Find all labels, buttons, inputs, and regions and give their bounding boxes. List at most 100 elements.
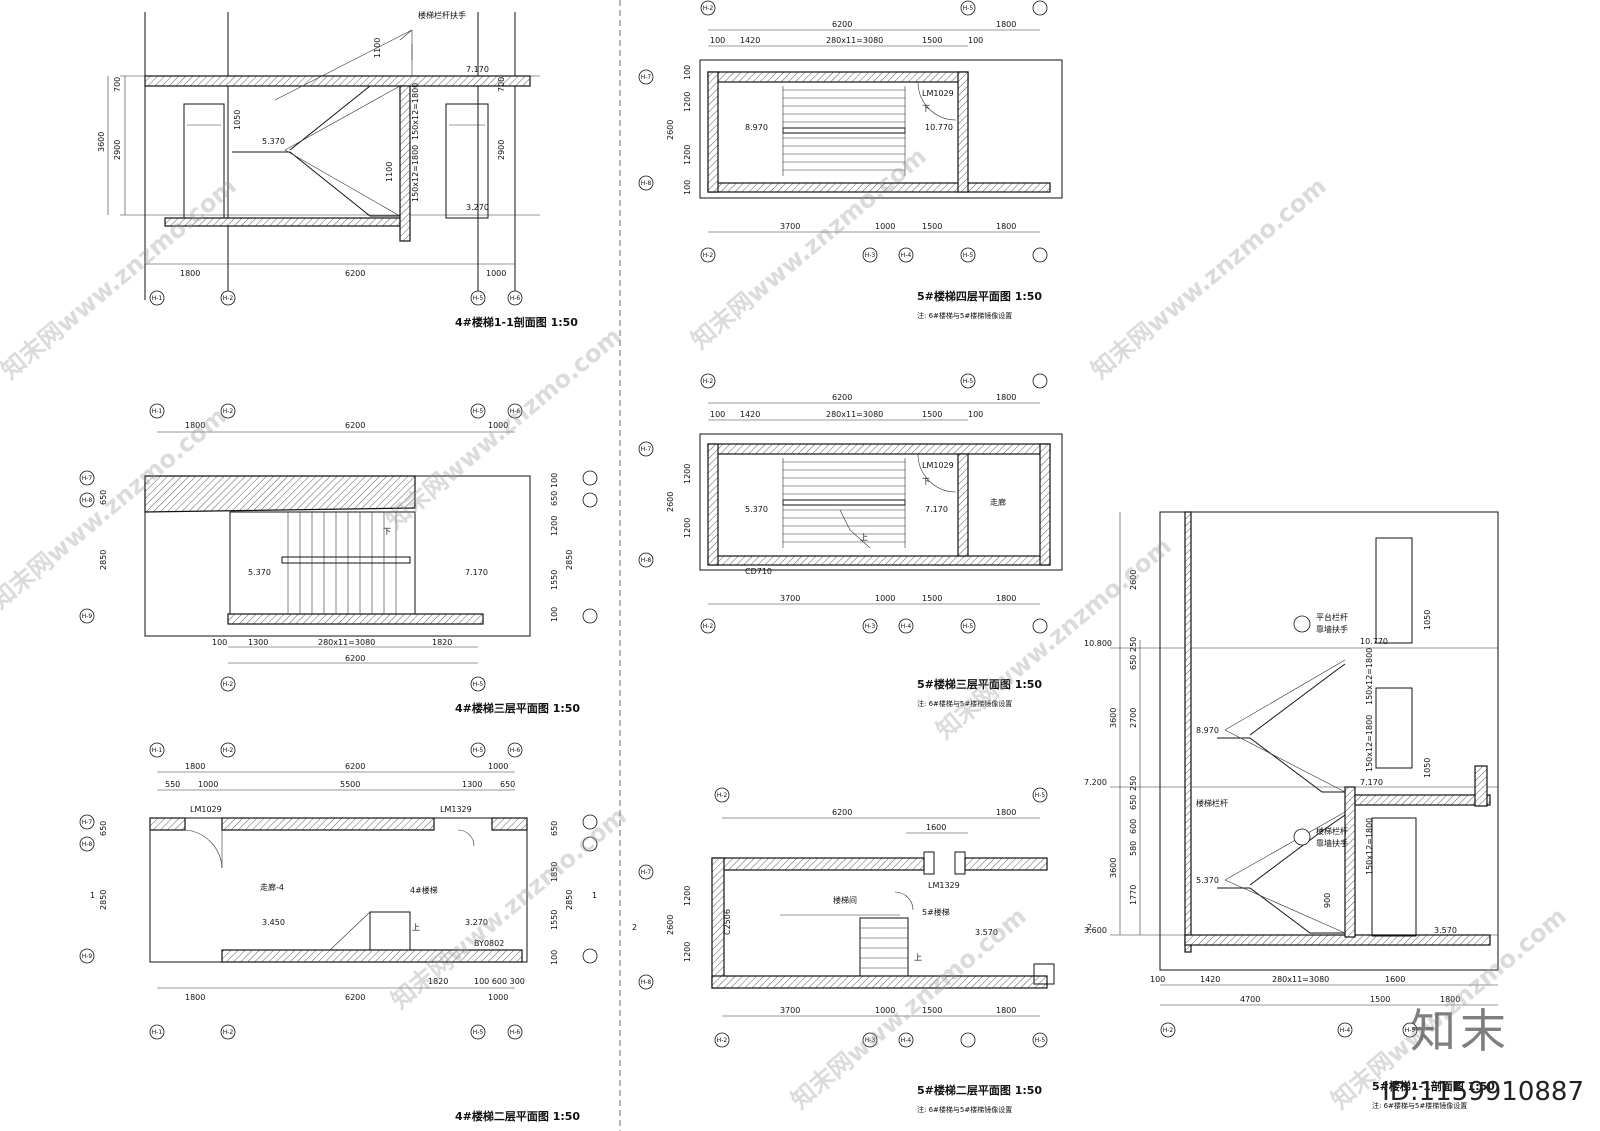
p43-axis-5: H-8 [82, 497, 93, 504]
p54-axis-5: H-3 [865, 252, 876, 259]
s51-label-3: 靠墙扶手 [1316, 838, 1348, 848]
p52-window: C2506 [723, 909, 732, 935]
p42-axis-10: H-6 [510, 1029, 521, 1036]
sec41-axis-0: H-1 [152, 295, 163, 302]
sec41-left-1: 2900 [113, 140, 122, 160]
p42-axis-3: H-6 [510, 747, 521, 754]
p42-top-1: 6200 [345, 762, 365, 771]
p42-bottom-2: 1800 [185, 993, 205, 1002]
p52-axis-7: H-5 [1035, 1037, 1046, 1044]
p43-axis-6: H-9 [82, 613, 93, 620]
p42-top2-3: 1300 [462, 780, 482, 789]
s51-left-6: 650 [1129, 795, 1138, 810]
p52-sec-r: 2 [1087, 923, 1092, 932]
section-5-1-1: 平台栏杆 靠墙扶手 楼梯栏杆 靠墙扶手 楼梯栏杆 10.800 10.770 8… [1084, 511, 1499, 1110]
sec41-stair-0: 150x12=1800 [411, 83, 420, 140]
p53-top2-3: 1500 [922, 410, 942, 419]
p52-axis-0: H-2 [717, 792, 728, 799]
p42-level-1: 3.270 [465, 918, 488, 927]
p43-bottom-1: 1300 [248, 638, 268, 647]
watermark-1: 知末网www.znzmo.com [0, 172, 242, 385]
s51-left-7: 600 [1129, 819, 1138, 834]
p43-top-2: 1000 [488, 421, 508, 430]
p53-bottom-3: 1800 [996, 594, 1016, 603]
p42-door-2: BY0802 [474, 939, 504, 948]
p53-treads [782, 458, 906, 549]
p52-left-0: 1200 [683, 886, 692, 906]
s51-left-10: 3600 [1109, 858, 1118, 878]
p43-treads [281, 512, 411, 614]
p54-top2-4: 100 [968, 36, 983, 45]
plan-4-3f: H-1 H-2 H-5 H-6 1800 6200 1000 下 5.370 7… [79, 403, 598, 715]
p54-axis-4: H-2 [703, 252, 714, 259]
p54-top-0: 6200 [832, 20, 852, 29]
p54-door: LM1029 [922, 89, 954, 98]
s51-left-0: 2600 [1129, 570, 1138, 590]
note-plan54: 注: 6#楼梯与5#楼梯镜像设置 [917, 311, 1012, 320]
p54-bottom-2: 1500 [922, 222, 942, 231]
p43-left-1: 2850 [99, 550, 108, 570]
s51-bottom-2: 280x11=3080 [1272, 975, 1329, 984]
s51-label-4: 楼梯栏杆 [1316, 826, 1348, 836]
s51-level-7: 3.570 [1434, 926, 1457, 935]
p53-left-2: 2600 [666, 492, 675, 512]
s51-label-1: 靠墙扶手 [1316, 624, 1348, 634]
p53-window: CD710 [745, 567, 772, 576]
p53-top-0: 6200 [832, 393, 852, 402]
note-plan52: 注: 6#楼梯与5#楼梯镜像设置 [917, 1105, 1012, 1114]
s51-axis-1: H-4 [1340, 1027, 1351, 1034]
p54-left-0: 1200 [683, 92, 692, 112]
sec41-level-0: 7.170 [466, 65, 489, 74]
plan-4-2f: H-1 H-2 H-5 H-6 1800 6200 1000 550 1000 … [79, 742, 598, 1123]
p52-treads [860, 927, 908, 969]
p53-bottom-0: 3700 [780, 594, 800, 603]
p53-level-0: 5.370 [745, 505, 768, 514]
p52-stairlabel: 5#楼梯 [922, 907, 950, 917]
s51-bottom-4: 4700 [1240, 995, 1260, 1004]
s51-bottom-5: 1500 [1370, 995, 1390, 1004]
p52-axis-6: H-4 [901, 1037, 912, 1044]
p42-axis-8: H-2 [223, 1029, 234, 1036]
p43-top-0: 1800 [185, 421, 205, 430]
p54-left-2: 2600 [666, 120, 675, 140]
p54-axis-0: H-2 [703, 5, 714, 12]
p53-room: 走廊 [990, 497, 1006, 507]
p54-level-0: 8.970 [745, 123, 768, 132]
s51-left-4: 3600 [1109, 708, 1118, 728]
s51-left-1: 250 [1129, 637, 1138, 652]
p53-top2-1: 1420 [740, 410, 760, 419]
sec41-label: 楼梯栏杆扶手 [418, 10, 466, 20]
p54-dn: 下 [922, 104, 930, 113]
p42-top-0: 1800 [185, 762, 205, 771]
p53-top2-4: 100 [968, 410, 983, 419]
p52-up: 上 [914, 953, 922, 962]
p42-left-1: 2850 [99, 890, 108, 910]
p54-axis-2: H-7 [641, 74, 652, 81]
s51-right-3: 1050 [1423, 758, 1432, 778]
p52-sec-l: 2 [632, 923, 637, 932]
p42-door-1: LM1329 [440, 805, 472, 814]
s51-left-8: 580 [1129, 841, 1138, 856]
p42-top2-1: 1000 [198, 780, 218, 789]
s51-label-2: 楼梯栏杆 [1196, 798, 1228, 808]
p53-up: 上 [860, 533, 868, 542]
s51-level-6: 3.600 [1084, 926, 1107, 935]
p53-axis-5: H-3 [865, 623, 876, 630]
brand-logo: 知末 [1410, 1004, 1510, 1058]
p42-bottom-1: 100 600 300 [474, 977, 525, 986]
note-plan53: 注: 6#楼梯与5#楼梯镜像设置 [917, 699, 1012, 708]
p42-axis-9: H-5 [473, 1029, 484, 1036]
sec41-axis-3: H-6 [510, 295, 521, 302]
p43-right-5: 100 [550, 607, 559, 622]
s51-left-3: 2700 [1129, 708, 1138, 728]
p43-axis-1: H-2 [223, 408, 234, 415]
s51-right-5: 900 [1323, 893, 1332, 908]
p52-door: LM1329 [928, 881, 960, 890]
p42-top-2: 1000 [488, 762, 508, 771]
p54-axis-6: H-4 [901, 252, 912, 259]
p42-axis-0: H-1 [152, 747, 163, 754]
p53-bottom-2: 1500 [922, 594, 942, 603]
sec41-stair-3: 1100 [385, 162, 394, 182]
sec41-right-1: 2900 [497, 140, 506, 160]
p42-right-4: 100 [550, 950, 559, 965]
